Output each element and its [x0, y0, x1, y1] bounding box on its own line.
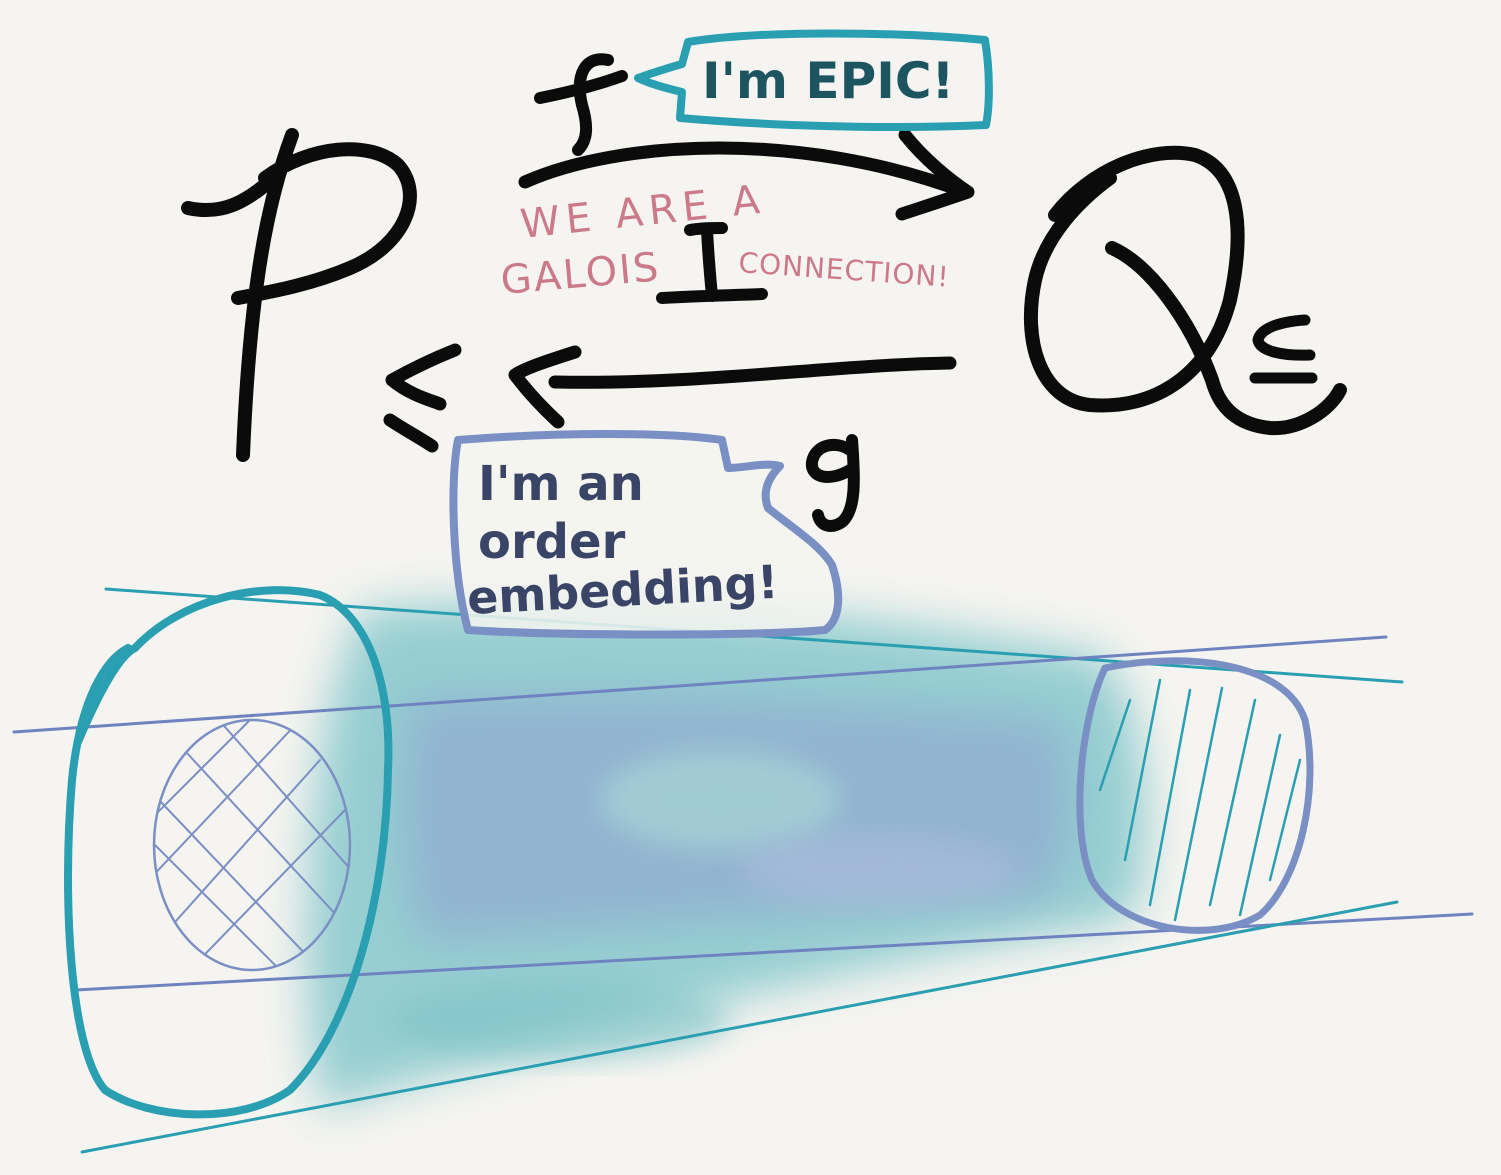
codomain-poset: Q ⊑: [1023, 145, 1347, 436]
cylinder-wash: [306, 600, 1147, 1110]
caption-line-3: CONNECTION!: [738, 246, 951, 294]
lower-adjoint-arrow: g: [508, 345, 957, 532]
epic-bubble-text: I'm EPIC!: [702, 52, 954, 110]
codomain-order-strokes: [1249, 314, 1318, 384]
upper-adjoint-arrow: f: [518, 53, 975, 221]
caption-line-1: WE ARE A: [518, 176, 768, 247]
embedding-speech-bubble: I'm an order embedding!: [449, 430, 843, 639]
q-letter-strokes: [1023, 145, 1347, 436]
caption-line-2: GALOIS: [499, 244, 662, 304]
embedding-line-1: I'm an: [478, 456, 644, 512]
adjunction-symbol: ⊥: [656, 222, 768, 304]
codomain-symbol: Q: [1130, 292, 1138, 303]
domain-symbol: P: [300, 292, 306, 303]
upper-map-label: f: [590, 102, 594, 113]
p-letter-strokes: [181, 128, 417, 462]
f-label-strokes: [534, 53, 628, 156]
domain-poset: P ≤: [181, 128, 462, 462]
galois-caption: WE ARE A GALOIS CONNECTION!: [499, 176, 951, 303]
codomain-disk: [1076, 657, 1314, 934]
g-label-strokes: [806, 434, 860, 532]
domain-order-strokes: [383, 343, 462, 453]
domain-disk: [64, 586, 393, 1119]
embedding-line-2: order: [478, 514, 626, 570]
epic-speech-bubble: I'm EPIC!: [634, 29, 993, 132]
